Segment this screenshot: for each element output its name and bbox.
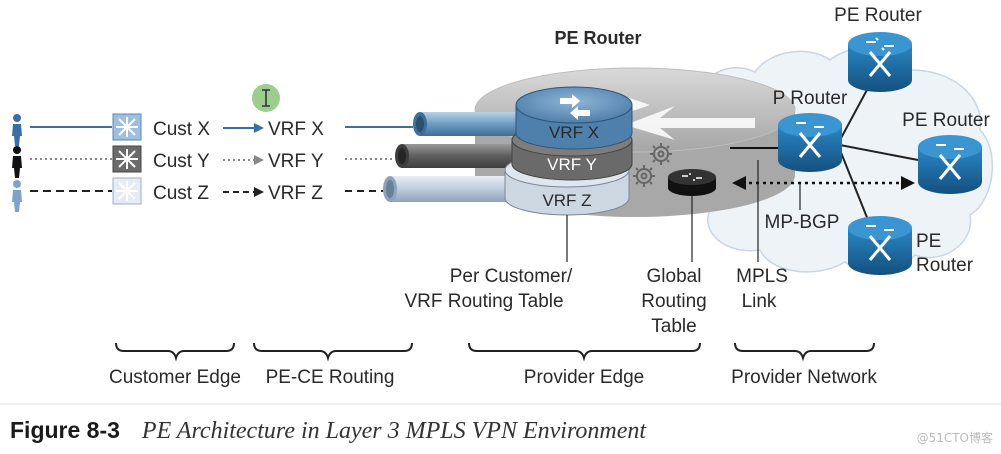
ce-switch-icon-y bbox=[112, 145, 142, 173]
figure-caption: Figure 8-3 PE Architecture in Layer 3 MPL… bbox=[10, 417, 646, 451]
p-router-icon bbox=[778, 113, 842, 172]
pe-router-top-icon bbox=[848, 32, 912, 92]
pe-ce-arrow-x bbox=[223, 123, 264, 133]
section-braces bbox=[115, 342, 875, 362]
pe-router-top-label: PE Router bbox=[834, 5, 922, 26]
cursor-icon bbox=[252, 84, 280, 112]
vrf-z-label: VRF Z bbox=[268, 183, 323, 204]
mp-bgp-arrow bbox=[732, 176, 915, 190]
per-customer-label-1: Per Customer/ bbox=[450, 266, 573, 287]
pe-router-title: PE Router bbox=[554, 28, 641, 48]
gear-icon bbox=[633, 143, 672, 187]
figure-caption-text: PE Architecture in Layer 3 MPLS VPN Envi… bbox=[141, 418, 647, 444]
pe-router-bottom-icon bbox=[848, 216, 912, 275]
ce-switch-icon-z bbox=[112, 177, 142, 205]
cust-x-label: Cust X bbox=[153, 119, 210, 140]
section-provider-network: Provider Network bbox=[731, 367, 877, 388]
global-table-label-3: Table bbox=[651, 316, 696, 337]
section-customer-edge: Customer Edge bbox=[109, 367, 241, 388]
vrf-y-table-label: VRF Y bbox=[547, 155, 597, 174]
pe-router-right-label: PE Router bbox=[902, 110, 990, 131]
global-routing-table-icon bbox=[668, 169, 716, 196]
pe-router-right-icon bbox=[918, 135, 982, 194]
vrf-x-table-label: VRF X bbox=[549, 123, 599, 142]
vrf-x-label: VRF X bbox=[268, 119, 324, 140]
pe-ce-arrow-y bbox=[223, 155, 264, 165]
pe-ce-arrow-z bbox=[223, 187, 264, 197]
mpls-link-label-1: MPLS bbox=[736, 266, 788, 287]
pe-router-bottom-label-2: Router bbox=[916, 255, 974, 276]
leader-lines bbox=[566, 160, 801, 262]
vrf-z-table-label: VRF Z bbox=[542, 191, 591, 210]
global-table-label-1: Global bbox=[647, 266, 702, 287]
person-icon-x bbox=[12, 114, 22, 146]
per-customer-label-2: VRF Routing Table bbox=[404, 291, 563, 312]
figure-number: Figure 8-3 bbox=[10, 417, 120, 443]
section-provider-edge: Provider Edge bbox=[524, 367, 644, 388]
vrf-y-label: VRF Y bbox=[268, 151, 324, 172]
pe-router-bottom-label-1: PE bbox=[916, 231, 941, 252]
cust-z-label: Cust Z bbox=[153, 183, 209, 204]
p-router-label: P Router bbox=[773, 88, 848, 109]
vrf-tube-z bbox=[383, 176, 520, 202]
mp-bgp-label: MP-BGP bbox=[765, 212, 840, 233]
person-icon-y bbox=[12, 146, 22, 178]
ce-switch-icon-x bbox=[112, 113, 142, 141]
section-pe-ce-routing: PE-CE Routing bbox=[266, 367, 395, 388]
global-table-label-2: Routing bbox=[641, 291, 707, 312]
vrf-tube-y bbox=[395, 144, 522, 168]
vrf-tube-x bbox=[413, 112, 520, 136]
vrf-x-table bbox=[515, 86, 633, 150]
cust-y-label: Cust Y bbox=[153, 151, 210, 172]
watermark: @51CTO博客 bbox=[916, 431, 993, 445]
person-icon-z bbox=[12, 180, 22, 212]
mpls-link-label-2: Link bbox=[742, 291, 777, 312]
